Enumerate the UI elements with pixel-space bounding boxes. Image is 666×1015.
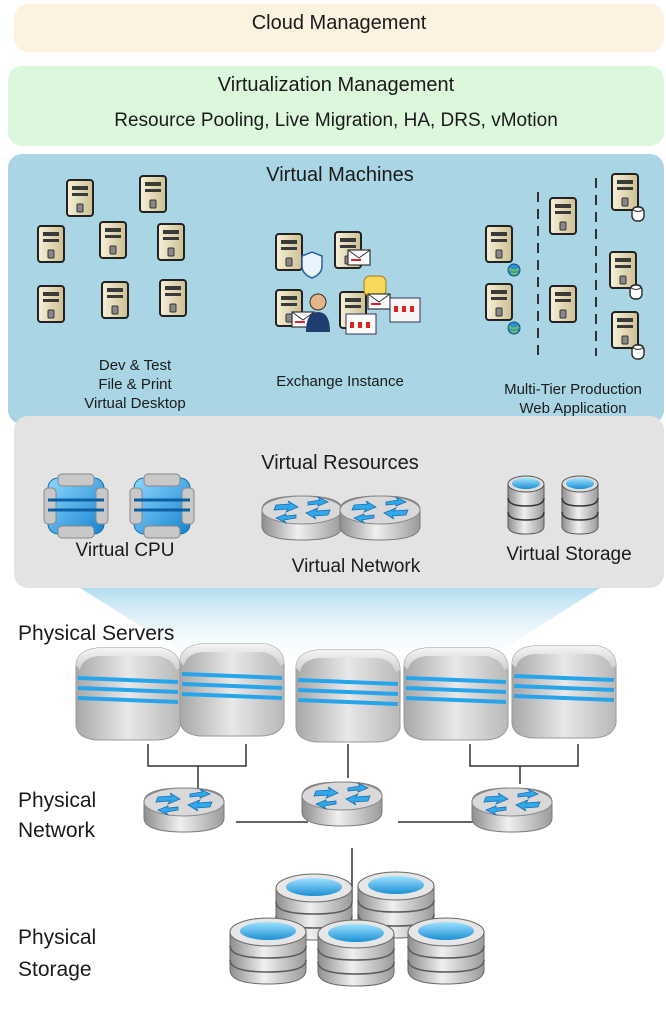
physical-network-label: Physical Network bbox=[18, 786, 96, 846]
virtual-resources-title: Virtual Resources bbox=[261, 452, 419, 474]
physical-network-devices bbox=[143, 781, 553, 833]
cloud-management-title: Cloud Management bbox=[251, 12, 427, 34]
virtualization-management-title: Virtualization Management bbox=[217, 74, 455, 96]
exchange-servers bbox=[275, 231, 421, 335]
virtual-resources-band bbox=[14, 416, 664, 588]
vm-group-dev-test-line2: File & Print bbox=[98, 376, 172, 393]
vm-group-multi-tier-line2: Web Application bbox=[519, 400, 627, 417]
virtualization-management-band bbox=[8, 66, 664, 146]
virtual-machines-title: Virtual Machines bbox=[266, 164, 414, 186]
vm-group-exchange: Exchange Instance bbox=[250, 372, 430, 391]
virtual-network-label: Virtual Network bbox=[291, 556, 421, 577]
multi-tier-servers bbox=[485, 173, 645, 360]
virtual-storage-label: Virtual Storage bbox=[506, 544, 632, 565]
virtual-storage-icons bbox=[507, 475, 599, 535]
virtual-cpu-label: Virtual CPU bbox=[75, 540, 175, 561]
physical-storage-disks bbox=[229, 871, 485, 987]
physical-network-label-line2: Network bbox=[18, 819, 96, 842]
vm-group-multi-tier-line1: Multi-Tier Production bbox=[504, 381, 642, 398]
vm-group-exchange-line1: Exchange Instance bbox=[276, 373, 404, 390]
vm-group-dev-test: Dev & Test File & Print Virtual Desktop bbox=[40, 356, 230, 413]
virtual-network-icons bbox=[261, 495, 421, 541]
physical-storage-label: Physical Storage bbox=[18, 922, 96, 986]
physical-network-label-line1: Physical bbox=[18, 789, 97, 812]
physical-storage-label-line1: Physical bbox=[18, 926, 97, 949]
physical-storage-label-line2: Storage bbox=[18, 958, 92, 981]
vm-group-dev-test-line1: Dev & Test bbox=[98, 357, 172, 374]
dev-test-pcs bbox=[37, 175, 187, 323]
shield-icon bbox=[301, 251, 323, 279]
vm-group-multi-tier: Multi-Tier Production Web Application bbox=[478, 380, 666, 418]
physical-servers bbox=[74, 642, 618, 744]
vm-group-dev-test-line3: Virtual Desktop bbox=[84, 395, 186, 412]
virtual-cpu-icons bbox=[42, 472, 196, 540]
virtualization-features: Resource Pooling, Live Migration, HA, DR… bbox=[114, 110, 558, 131]
physical-servers-label: Physical Servers bbox=[18, 622, 175, 645]
cloud-management-band bbox=[14, 4, 664, 52]
